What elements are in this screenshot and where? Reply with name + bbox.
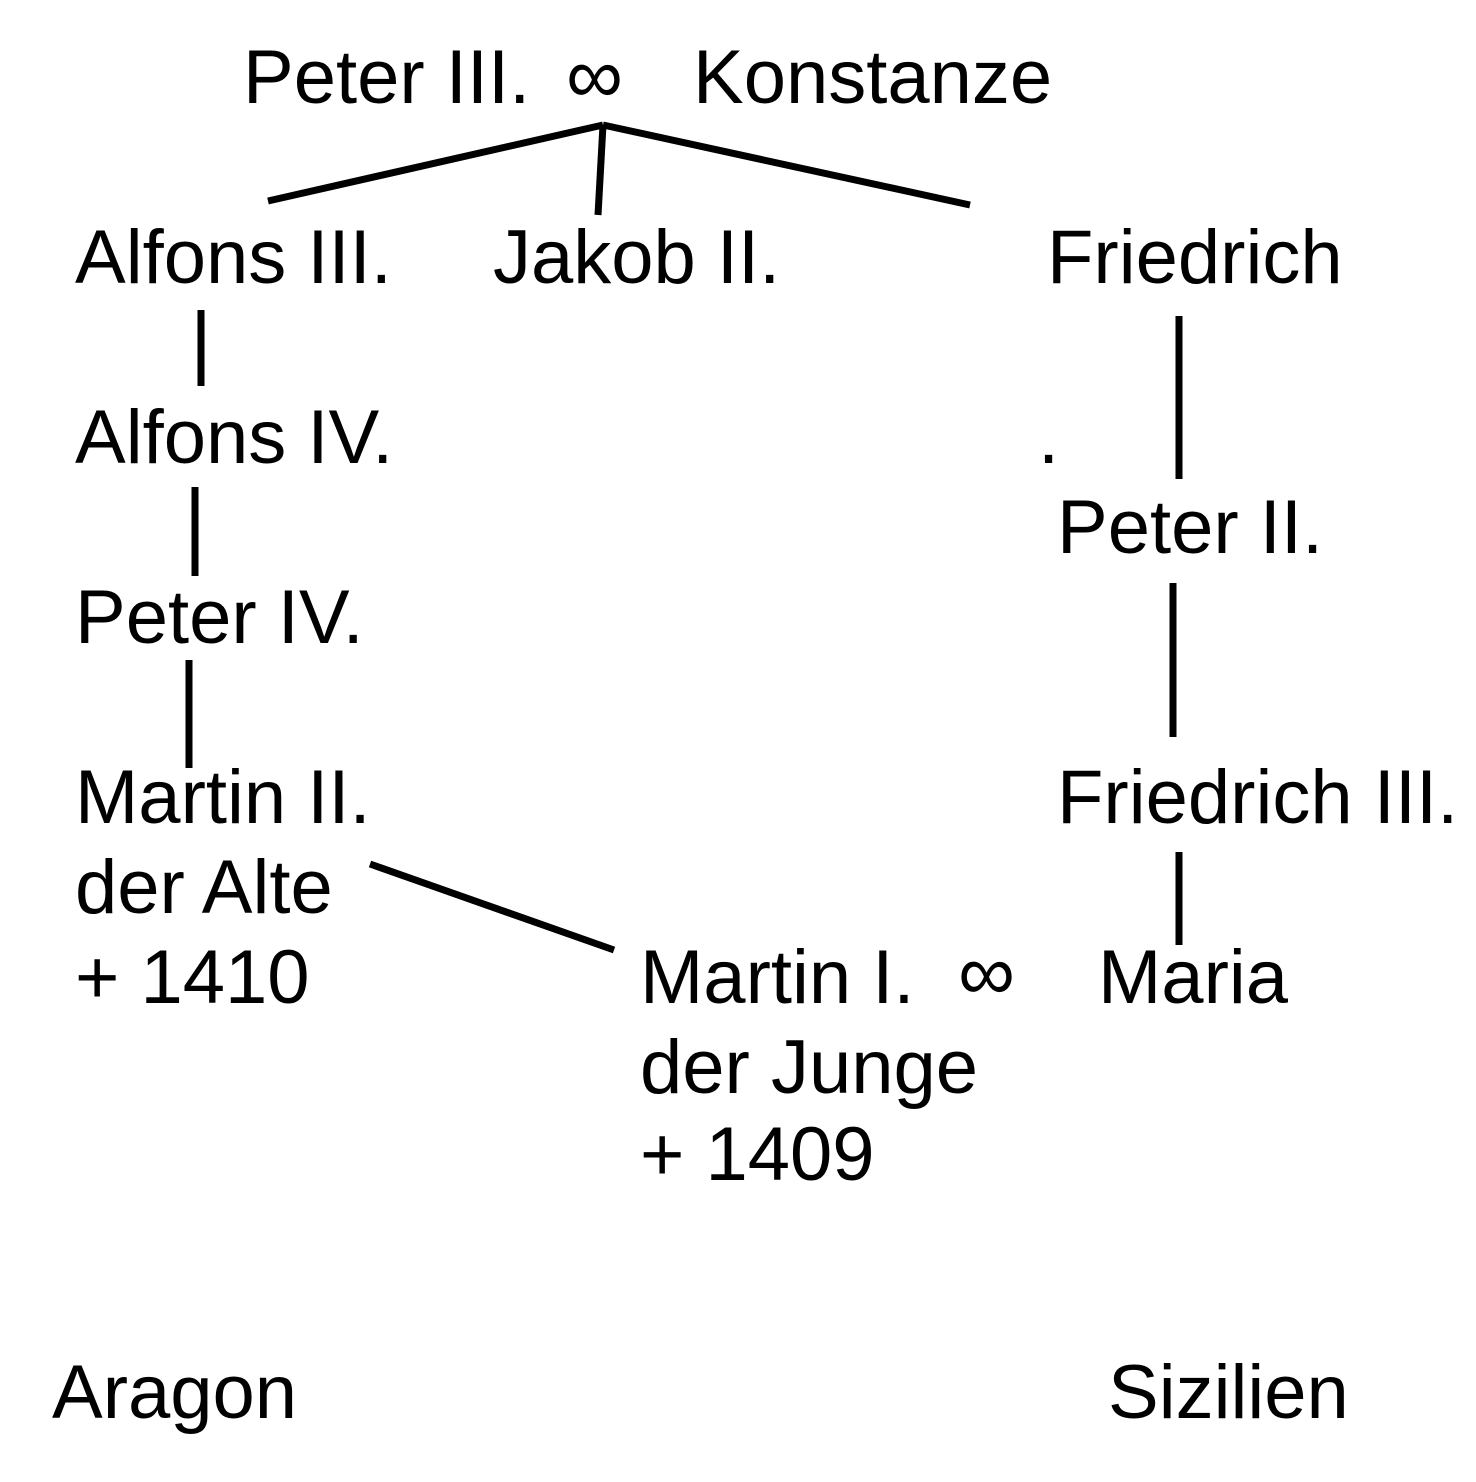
- line-root-to-alfons-iii: [267, 121, 604, 205]
- martin-i-death: + 1409: [640, 1112, 875, 1197]
- person-friedrich-iii: Friedrich III.: [1057, 755, 1458, 840]
- martin-i-epithet: der Junge: [640, 1025, 978, 1110]
- connector-lines: [185, 121, 1183, 954]
- person-jakob-ii: Jakob II.: [493, 215, 780, 300]
- marriage-symbol: ∞: [566, 31, 623, 120]
- person-alfons-iv: Alfons IV.: [75, 395, 393, 480]
- line-root-to-jakob-ii: [594, 124, 607, 216]
- person-peter-iv: Peter IV.: [75, 575, 364, 660]
- person-peter-iii: Peter III.: [243, 35, 530, 120]
- label-aragon: Aragon: [52, 1350, 297, 1435]
- person-alfons-iii: Alfons III.: [75, 215, 392, 300]
- person-peter-ii: Peter II.: [1057, 485, 1323, 570]
- person-maria: Maria: [1098, 935, 1289, 1020]
- person-martin-i: Martin I.: [640, 935, 915, 1020]
- person-konstanze: Konstanze: [693, 35, 1052, 120]
- label-sizilien: Sizilien: [1108, 1350, 1349, 1435]
- person-martin-ii: Martin II.: [75, 755, 371, 840]
- line-martin-ii-to-martin-i: [368, 860, 616, 954]
- marriage-symbol-martin-maria: ∞: [958, 928, 1015, 1017]
- stray-dot: .: [1038, 395, 1059, 480]
- person-friedrich: Friedrich: [1047, 215, 1343, 300]
- line-root-to-friedrich: [602, 121, 971, 209]
- martin-ii-death: + 1410: [75, 935, 310, 1020]
- martin-ii-epithet: der Alte: [75, 845, 333, 930]
